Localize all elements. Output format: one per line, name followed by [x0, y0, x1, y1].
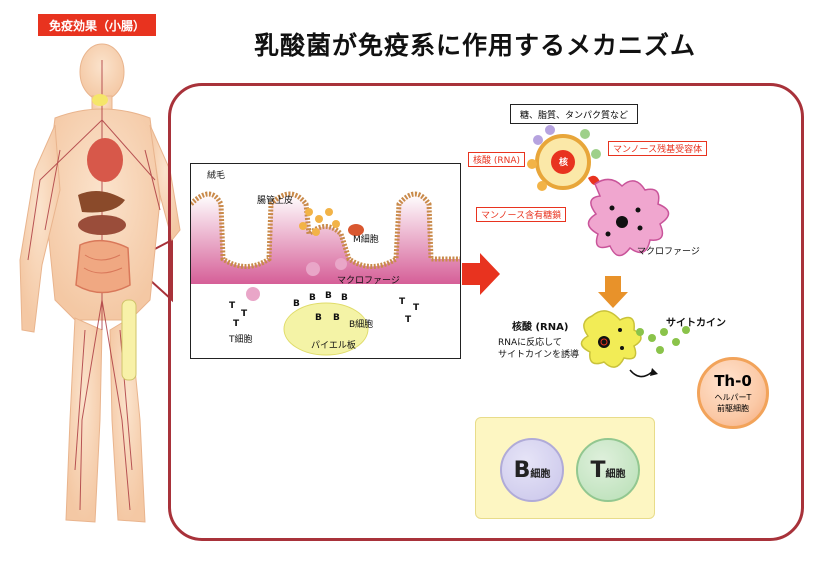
epithelium-label: 腸管上皮 [257, 196, 294, 206]
b-letter: B [315, 313, 322, 323]
mechanism-drawing [527, 125, 690, 378]
t-cell-letter: T [590, 457, 606, 483]
liver-organ [78, 191, 125, 213]
t-letter: T [229, 301, 236, 311]
mannose-receptor-label: マンノース残基受容体 [608, 141, 708, 156]
diagram-title: 乳酸菌が免疫系に作用するメカニズム [253, 31, 696, 60]
rna-react-line1: RNAに反応して [498, 338, 562, 348]
b-cell-letter: B [513, 457, 531, 483]
th0-line1: ヘルパーT [714, 393, 752, 402]
t-letter: T [233, 319, 240, 329]
heart-organ [87, 138, 123, 182]
m-cell-label: M細胞 [353, 235, 379, 245]
villi-label: 絨毛 [207, 171, 226, 181]
intestine-drawing [191, 191, 460, 356]
down-arrow-icon [598, 276, 628, 308]
t-letter: T [399, 297, 406, 307]
b-letter: B [309, 293, 316, 303]
section-tag: 免疫効果（小腸） [38, 14, 156, 36]
b-letter: B [325, 291, 332, 301]
m-cell-shape [348, 224, 364, 236]
nucleus-label: 核 [559, 158, 569, 168]
nucleic-acid-label: 核酸 (RNA) [512, 322, 569, 333]
t-letter: T [241, 309, 248, 319]
nutrients-box: 糖、脂質、タンパク質など [510, 104, 638, 124]
macrophage-label: マクロファージ [337, 276, 400, 286]
t-letter: T [405, 315, 412, 325]
th0-line2: 前駆細胞 [717, 404, 749, 413]
peyer-patch [283, 302, 369, 356]
activated-macrophage-shape [580, 310, 642, 368]
b-cell-label: B細胞 [349, 320, 374, 330]
stomach-organ [78, 215, 126, 235]
cytokine-label: サイトカイン [666, 318, 726, 329]
t-cell-suffix: 細胞 [605, 468, 626, 480]
mannose-chain-label: マンノース含有糖鎖 [476, 207, 567, 222]
th0-title: Th-0 [714, 372, 752, 390]
intestine-organ [75, 239, 131, 294]
b-letter: B [341, 293, 348, 303]
b-letter: B [333, 313, 340, 323]
mechanism-frame [168, 83, 804, 541]
rna-react-line2: サイトカインを誘導 [498, 350, 580, 360]
femur-bone [121, 299, 137, 381]
rna-label: 核酸 (RNA) [468, 152, 526, 167]
b-cell-suffix: 細胞 [530, 468, 551, 480]
thyroid-organ [92, 94, 108, 106]
t-cell-label: T細胞 [229, 335, 253, 345]
th0-cell: Th-0 ヘルパーT 前駆細胞 [697, 357, 769, 429]
flow-arrow-icon [462, 253, 500, 295]
macrophage-main-label: マクロファージ [637, 247, 700, 257]
peyer-label: パイエル板 [311, 341, 356, 351]
macrophage-shape [587, 178, 670, 257]
intestine-panel: 絨毛 腸管上皮 M細胞 マクロファージ B細胞 T細胞 パイエル板 T T T … [190, 163, 461, 359]
t-letter: T [413, 303, 420, 313]
b-letter: B [293, 299, 300, 309]
